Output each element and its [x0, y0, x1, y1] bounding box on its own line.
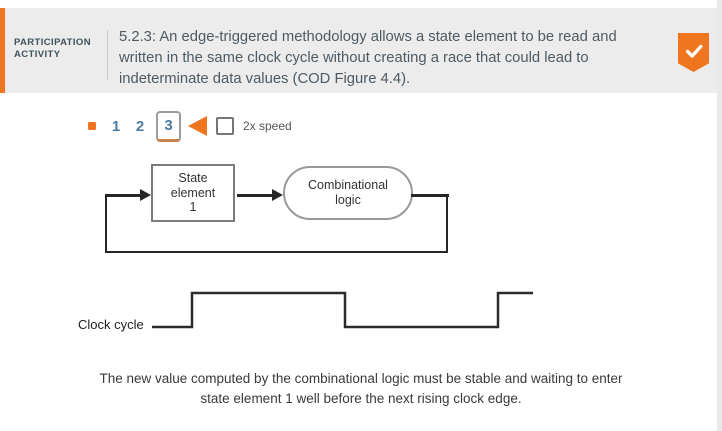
step-button-3-active[interactable]: 3 [156, 110, 181, 142]
back-arrow-icon[interactable] [188, 116, 207, 136]
speed-checkbox-label[interactable]: 2x speed [243, 119, 292, 133]
clock-wave-line [152, 291, 533, 329]
input-wire [105, 194, 142, 197]
animation-controls: 1 2 3 2x speed [88, 109, 292, 143]
progress-bullet-icon [88, 122, 96, 130]
check-icon [683, 33, 705, 67]
step-button-2[interactable]: 2 [135, 117, 145, 135]
feedback-loop-wire [105, 195, 448, 253]
header-divider [107, 30, 108, 80]
activity-description: 5.2.3: An edge-triggered methodology all… [119, 29, 617, 87]
middle-arrowhead-icon [272, 189, 283, 201]
step-button-1[interactable]: 1 [111, 117, 121, 135]
step-caption: The new value computed by the combinatio… [99, 371, 623, 406]
scrollbar[interactable] [717, 0, 722, 431]
activity-header: PARTICIPATION ACTIVITY 5.2.3: An edge-tr… [0, 8, 722, 93]
clock-cycle-label: Clock cycle [78, 317, 144, 332]
completion-badge [678, 33, 709, 72]
state-element-box: State element 1 [151, 164, 235, 222]
combinational-logic-node: Combinational logic [283, 166, 413, 220]
output-wire [411, 194, 449, 197]
middle-wire [237, 194, 274, 197]
speed-checkbox[interactable] [216, 117, 234, 135]
activity-type-label: PARTICIPATION ACTIVITY [14, 37, 91, 60]
input-arrowhead-icon [140, 189, 151, 201]
accent-bar [0, 8, 5, 93]
